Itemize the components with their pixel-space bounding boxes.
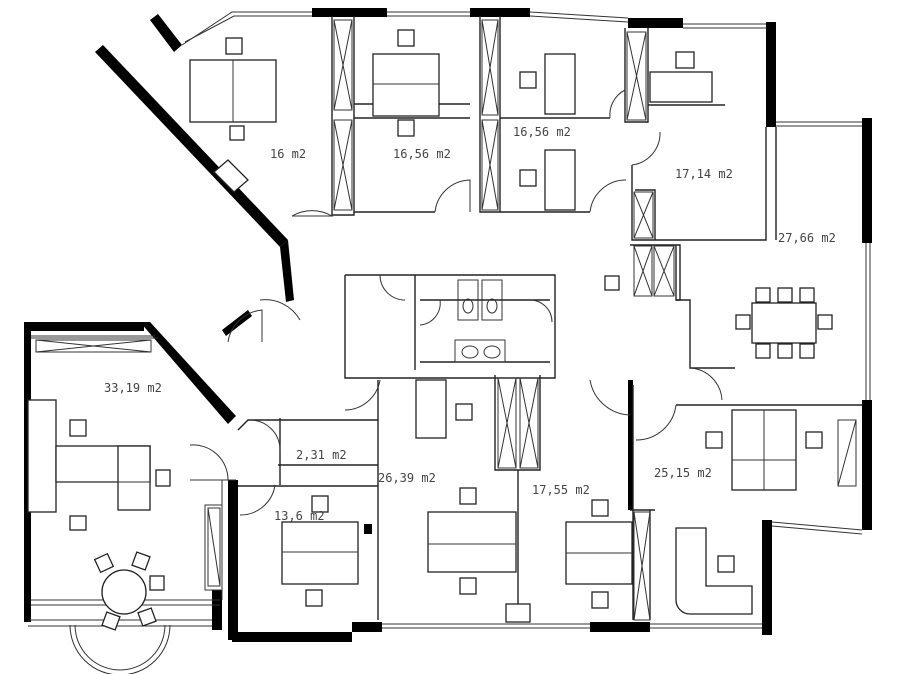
- area-label-office-se: 25,15 m2: [654, 466, 712, 480]
- furniture: [27, 29, 833, 631]
- area-label-office-s: 26,39 m2: [378, 471, 436, 485]
- storage-units: [35, 19, 857, 621]
- area-label-office-n2: 16,56 m2: [393, 147, 451, 161]
- wc-fixtures: [454, 279, 506, 363]
- area-label-office-n3: 16,56 m2: [513, 125, 571, 139]
- area-label-meeting: 27,66 m2: [778, 231, 836, 245]
- doors: [69, 89, 723, 674]
- area-labels: 16 m2 16,56 m2 16,56 m2 17,14 m2 27,66 m…: [104, 125, 836, 523]
- exterior-walls: [24, 8, 872, 642]
- area-label-office-nw: 16 m2: [270, 147, 306, 161]
- area-label-office-ne: 17,14 m2: [675, 167, 733, 181]
- area-label-storage: 2,31 m2: [296, 448, 347, 462]
- outline-lines: [28, 11, 871, 629]
- area-label-big-office-w: 33,19 m2: [104, 381, 162, 395]
- area-label-office-s2: 17,55 m2: [532, 483, 590, 497]
- area-label-office-sw: 13,6 m2: [274, 509, 325, 523]
